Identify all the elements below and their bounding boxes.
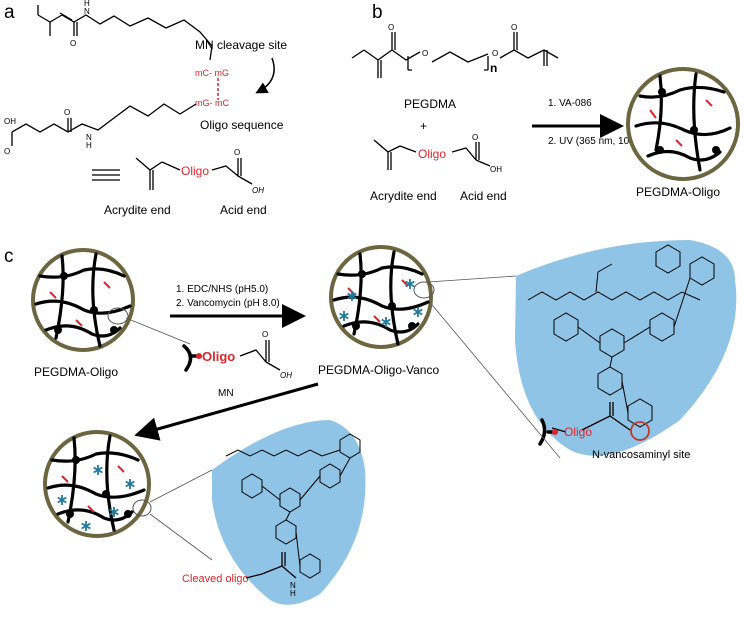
acrydite-oligo-acid-structure-b: O OH xyxy=(373,133,502,174)
n-vancosaminyl-label: N-vancosaminyl site xyxy=(592,449,690,461)
pegdma-structure: O O O O xyxy=(351,23,559,78)
mn-cleavage-site-label: MN cleavage site xyxy=(195,38,287,52)
hydrogel-cleaved xyxy=(43,430,152,538)
cleaved-oligo-amide xyxy=(261,552,297,579)
oligo-label-c-left: Oligo xyxy=(202,349,235,364)
acrydite-oligo-acid-structure: O OH xyxy=(135,148,264,195)
svg-text:O: O xyxy=(234,148,240,157)
zoom-lines-lower xyxy=(149,469,213,561)
vancomycin-structure-upper xyxy=(527,244,715,428)
zoom-lines-upper xyxy=(427,275,561,459)
step-va086: 1. VA-086 xyxy=(548,98,592,109)
svg-text:N: N xyxy=(84,7,90,16)
svg-text:O: O xyxy=(472,133,478,142)
pegdma-oligo-vanco-label: PEGDMA-Oligo-Vanco xyxy=(318,363,439,377)
svg-text:H: H xyxy=(290,589,296,598)
oligo-label-b: Oligo xyxy=(418,147,446,161)
svg-text:O: O xyxy=(388,23,394,32)
panel-label-b: b xyxy=(372,2,383,23)
panel-label-a: a xyxy=(4,2,15,23)
svg-text:O: O xyxy=(511,23,517,32)
svg-text:O: O xyxy=(262,330,268,339)
oligo-amide-bond xyxy=(581,402,631,431)
panel-label-c: c xyxy=(4,246,14,267)
svg-text:OH: OH xyxy=(4,117,16,126)
pegdma-oligo-label-c: PEGDMA-Oligo xyxy=(34,365,118,379)
svg-text:H: H xyxy=(86,141,92,150)
hydrogel-pegdma-oligo-c xyxy=(31,248,135,352)
svg-text:O: O xyxy=(422,49,428,58)
svg-text:O: O xyxy=(64,108,70,117)
acrydite-end-label-b: Acrydite end xyxy=(370,189,437,203)
mc-mg-top: mC- mG xyxy=(195,68,229,78)
svg-text:N: N xyxy=(290,581,296,590)
mn-label: MN xyxy=(218,388,234,399)
svg-text:O: O xyxy=(70,39,76,48)
acid-chain-structure: O N H O OH xyxy=(4,103,197,156)
acrydite-end-label-a: Acrydite end xyxy=(104,203,171,217)
plus-sign: + xyxy=(420,119,427,133)
svg-text:O: O xyxy=(4,147,10,156)
svg-text:O: O xyxy=(492,49,498,58)
equivalence-symbol xyxy=(92,169,120,181)
svg-text:N: N xyxy=(86,133,92,142)
svg-text:H: H xyxy=(84,0,90,8)
svg-text:OH: OH xyxy=(280,371,292,380)
acid-group-c xyxy=(239,340,281,371)
vancomycin-structure-lower xyxy=(225,433,361,579)
pegdma-label: PEGDMA xyxy=(404,97,456,111)
oligo-label-a: Oligo xyxy=(181,164,209,178)
step-uv: 2. UV (365 nm, 10 min) xyxy=(548,136,651,147)
cleaved-oligo-label: Cleaved oligo xyxy=(182,573,249,585)
oligo-label-c-right: Oligo xyxy=(564,425,592,439)
vancomycin-highlight-blob xyxy=(515,240,737,456)
oligo-sequence-label: Oligo sequence xyxy=(200,118,284,132)
n-subscript: n xyxy=(490,61,497,75)
cleavage-arrow xyxy=(255,57,275,94)
pegdma-oligo-label-b: PEGDMA-Oligo xyxy=(636,185,720,199)
svg-text:OH: OH xyxy=(490,165,502,174)
acid-end-label-a: Acid end xyxy=(220,203,267,217)
step-edc-nhs: 1. EDC/NHS (pH5.0) xyxy=(176,284,268,295)
acid-end-label-b: Acid end xyxy=(460,189,507,203)
step-vancomycin: 2. Vancomycin (pH 8.0) xyxy=(176,298,280,309)
mn-cleavage-arrow xyxy=(134,382,319,441)
acrylamide-top-structure: O N H xyxy=(37,0,213,61)
hydrogel-pegdma-oligo-vanco xyxy=(329,245,435,349)
n-vancosaminyl-highlight xyxy=(630,421,650,441)
mg-mc-bottom: mG- mC xyxy=(195,98,229,108)
hydrogel-pegdma-oligo-b xyxy=(626,67,740,181)
svg-text:OH: OH xyxy=(252,186,264,195)
